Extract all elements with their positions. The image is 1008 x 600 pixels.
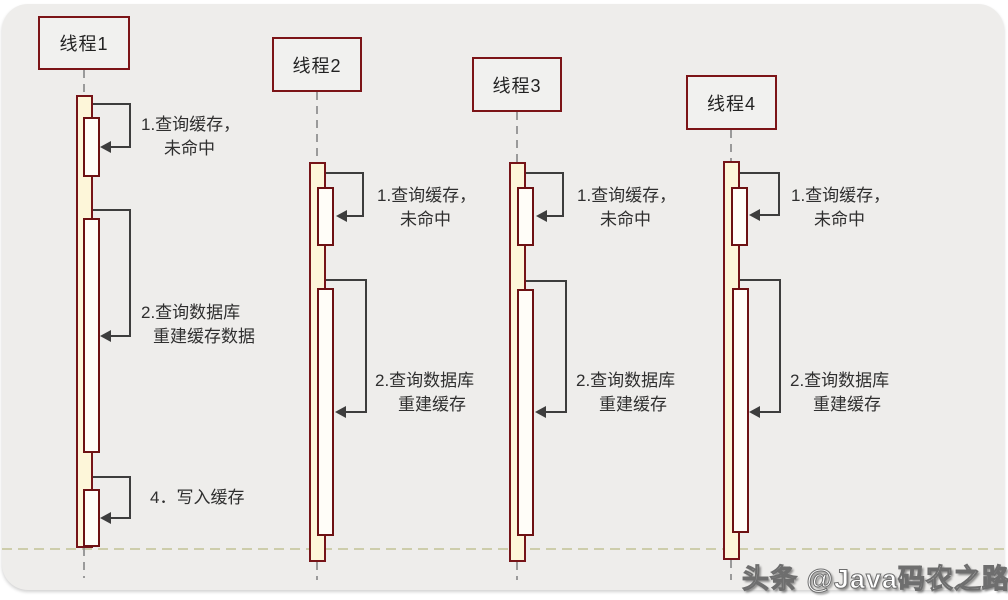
thread-1-nested-activation-2: [83, 218, 100, 453]
thread-4-message-2: 2.查询数据库 重建缓存: [790, 371, 890, 414]
thread-2-lifeline-bottom: [316, 562, 318, 580]
thread-4-box: 线程4: [686, 75, 777, 130]
self-call-arrow-2: [93, 209, 131, 342]
self-call-arrow-7: [526, 280, 567, 418]
thread-1-lifeline-bottom: [83, 548, 85, 578]
thread-4-label: 线程4: [706, 93, 756, 114]
thread-2-lifeline-top: [316, 92, 318, 162]
self-call-arrow-1: [93, 103, 131, 153]
thread-3-lifeline-bottom: [516, 562, 518, 580]
self-call-arrow-5: [326, 279, 367, 418]
thread-1-message-1: 1.查询缓存， 未命中: [141, 115, 241, 158]
thread-1-nested-activation-3: [83, 489, 100, 547]
thread-1-lifeline-top: [83, 70, 85, 96]
thread-2-nested-activation-2: [317, 288, 334, 536]
thread-1-label: 线程1: [59, 34, 109, 54]
thread-1-box: 线程1: [38, 16, 130, 70]
thread-2-label: 线程2: [292, 55, 342, 76]
watermark-text: 头条 @Java码农之路: [742, 564, 1008, 595]
thread-3-box: 线程3: [472, 57, 562, 112]
thread-4-lifeline-bottom: [730, 560, 732, 580]
thread-1-message-3: 4．写入缓存: [150, 488, 245, 507]
thread-4-message-1: 1.查询缓存， 未命中: [791, 186, 891, 229]
thread-3-message-2: 2.查询数据库 重建缓存: [576, 371, 676, 414]
thread-1-nested-activation-1: [83, 117, 100, 177]
thread-3-nested-activation-2: [517, 289, 534, 536]
self-call-arrow-4: [326, 172, 364, 222]
thread-2-box: 线程2: [272, 37, 362, 92]
timeline-separator-dashed-line: [2, 548, 1004, 550]
thread-3-nested-activation-1: [517, 187, 534, 246]
thread-1-message-2: 2.查询数据库 重建缓存数据: [141, 303, 255, 346]
thread-4-lifeline-top: [730, 130, 732, 161]
thread-2-message-1: 1.查询缓存， 未命中: [377, 186, 477, 229]
thread-3-label: 线程3: [492, 75, 542, 96]
thread-3-lifeline-top: [516, 112, 518, 162]
thread-2-message-2: 2.查询数据库 重建缓存: [375, 371, 475, 414]
self-call-arrow-8: [740, 172, 780, 221]
thread-4-nested-activation-2: [732, 288, 749, 533]
thread-4-nested-activation-1: [731, 187, 748, 246]
self-call-arrow-3: [93, 476, 131, 524]
self-call-arrow-6: [526, 172, 564, 222]
thread-2-nested-activation-1: [317, 187, 334, 246]
self-call-arrow-9: [740, 279, 781, 418]
thread-3-message-1: 1.查询缓存， 未命中: [577, 186, 677, 229]
